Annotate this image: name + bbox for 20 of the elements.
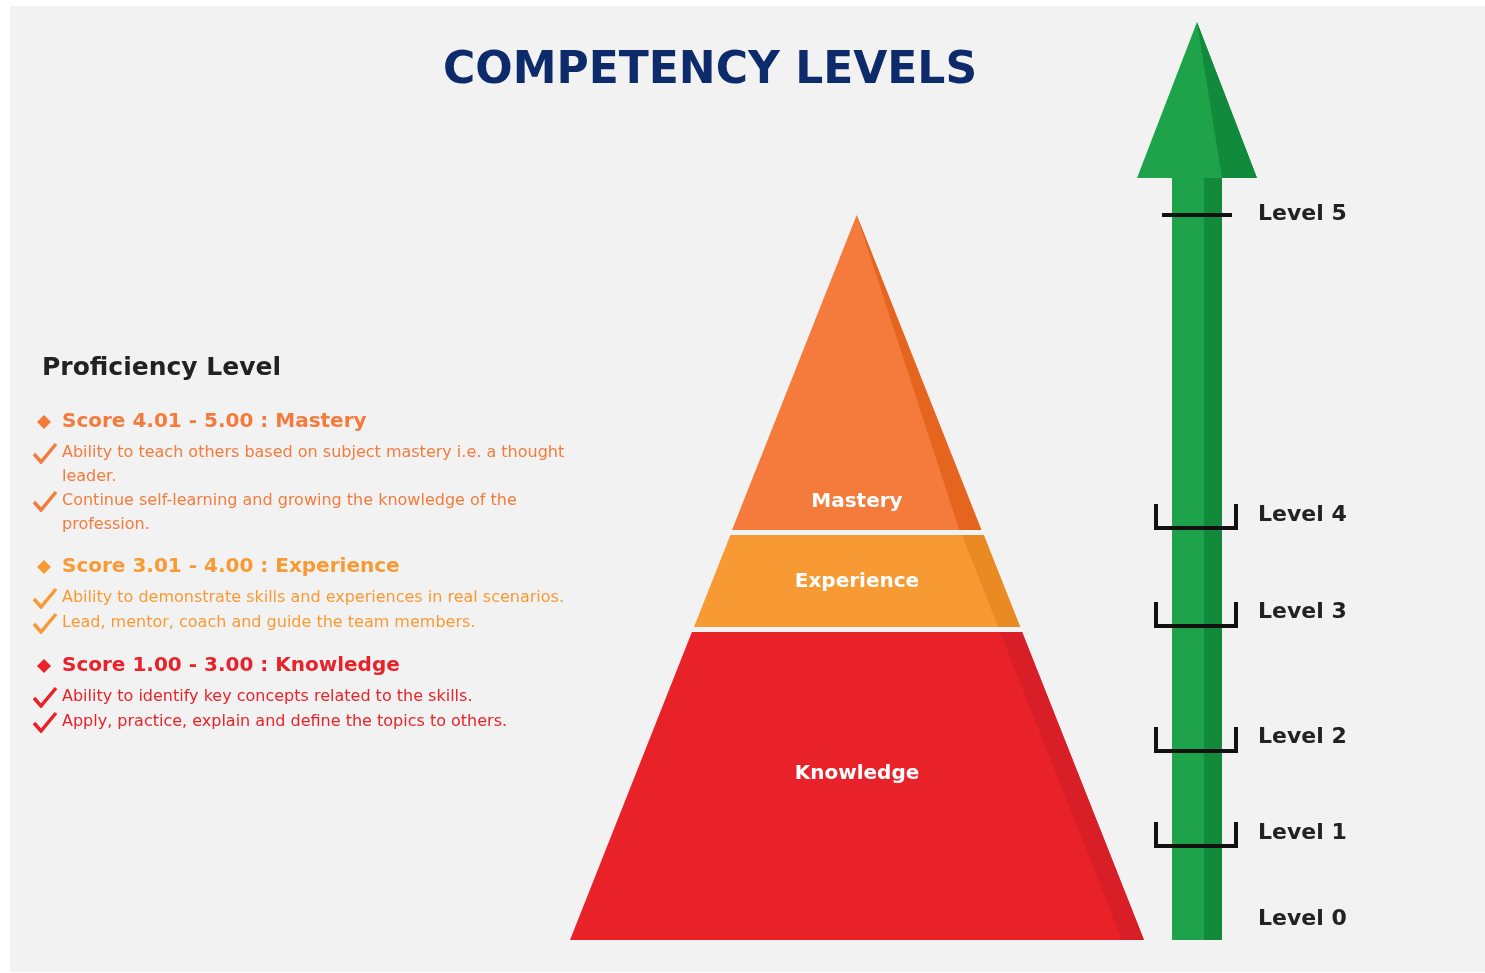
tier-label: Experience	[794, 568, 920, 592]
tier-label: Knowledge	[794, 760, 920, 784]
bullet-text: Ability to demonstrate skills and experiences in real scenarios.	[62, 586, 565, 608]
tier-label: Mastery	[811, 488, 903, 512]
level-label: Level 3	[1258, 598, 1347, 623]
bullet-text: Continue self-learning and growing the knowledge of the profession.	[62, 489, 518, 535]
bullet-text: Apply, practice, explain and define the topics to others.	[62, 710, 509, 732]
level-label: Level 0	[1258, 905, 1347, 930]
section-heading: Proficiency Level	[42, 352, 282, 381]
level-label: Level 5	[1258, 200, 1347, 225]
title: COMPETENCY LEVELS	[443, 42, 978, 93]
level-label: Level 2	[1258, 723, 1347, 748]
level-label: Level 4	[1258, 501, 1347, 526]
bullet-text: Ability to teach others based on subject mastery i.e. a thought leader.	[62, 441, 566, 487]
score-heading: Score 3.01 - 4.00 : Experience	[62, 553, 400, 577]
bullet-text: Lead, mentor, coach and guide the team members.	[62, 611, 477, 633]
score-heading: Score 4.01 - 5.00 : Mastery	[62, 408, 367, 432]
level-label: Level 1	[1258, 819, 1347, 844]
score-heading: Score 1.00 - 3.00 : Knowledge	[62, 652, 400, 676]
bullet-text: Ability to identify key concepts related to the skills.	[62, 685, 474, 707]
